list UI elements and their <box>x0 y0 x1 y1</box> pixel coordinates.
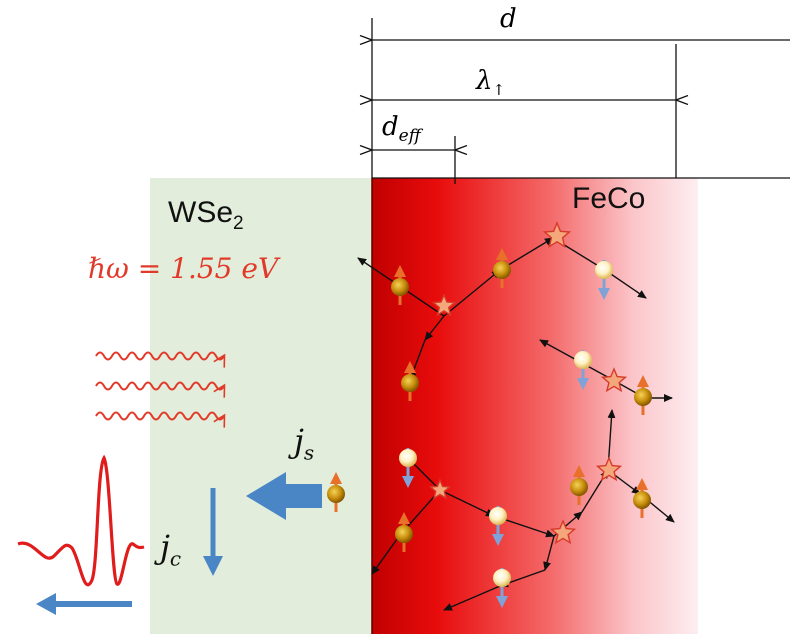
electron-ball <box>399 449 417 467</box>
photon-wave-3 <box>95 411 226 428</box>
electron-2 <box>493 248 511 288</box>
spin-down-arrowhead <box>492 534 504 546</box>
dimension-lines <box>372 18 790 184</box>
trajectory-segment-2 <box>443 269 501 317</box>
deff-subscript: eff <box>398 126 421 147</box>
trajectory-segment-5 <box>604 269 647 299</box>
wse2-label: WSe2 <box>168 196 244 234</box>
spin-down-arrowhead <box>402 476 414 488</box>
scattering-star-6 <box>595 456 623 482</box>
electron-ball <box>327 485 345 503</box>
electron-ball <box>595 261 613 279</box>
wse2-subscript: 2 <box>233 213 244 234</box>
wse2-layer <box>150 178 374 634</box>
electron-ball <box>633 491 651 509</box>
spin-up-arrowhead <box>637 375 649 387</box>
spin-down-arrowhead <box>598 288 610 300</box>
electron-11 <box>570 465 588 505</box>
electron-3 <box>595 260 613 300</box>
electron-1 <box>391 265 409 305</box>
spin-up-arrowhead <box>398 512 410 524</box>
thz-pulse <box>17 454 145 587</box>
electrons <box>327 248 652 608</box>
electron-8 <box>327 472 345 512</box>
spin-down-arrowhead <box>496 596 508 608</box>
dimension-deff-label: deff <box>382 112 421 147</box>
electron-ball <box>395 525 413 543</box>
scattering-star-5 <box>549 519 577 545</box>
spin-up-arrowhead <box>394 265 406 277</box>
feco-label: FeCo <box>572 182 646 215</box>
dimension-d-label: d <box>500 4 517 34</box>
lambda-subscript: ↑ <box>492 81 506 100</box>
photon-wave-arrows <box>95 351 226 428</box>
spin-current-subscript: s <box>303 440 315 465</box>
electron-ball <box>391 278 409 296</box>
scattering-star-3 <box>600 367 628 393</box>
feco-layer <box>372 178 698 634</box>
electron-7 <box>399 448 417 488</box>
electron-5 <box>574 350 592 390</box>
spin-down-arrowhead <box>577 378 589 390</box>
electron-4 <box>401 361 419 401</box>
electron-13 <box>493 568 511 608</box>
trajectory-segment-19 <box>543 535 555 571</box>
scattering-star-4 <box>428 478 452 500</box>
electron-ball <box>634 388 652 406</box>
trajectory-segment-21 <box>443 585 501 611</box>
spin-up-arrowhead <box>573 465 585 477</box>
electron-10 <box>489 506 507 546</box>
trajectory-segment-7 <box>409 339 426 381</box>
trajectory-segment-23 <box>371 534 401 575</box>
dimension-lambda-label: λ↑ <box>476 66 506 100</box>
electron-9 <box>395 512 413 552</box>
scattering-events <box>428 221 628 545</box>
electron-ball <box>489 507 507 525</box>
trajectory-segment-6 <box>424 315 445 341</box>
electron-12 <box>633 478 651 518</box>
charge-current-subscript: c <box>169 546 182 571</box>
electron-ball <box>574 351 592 369</box>
photon-wave-1 <box>95 351 226 368</box>
charge-current-arrowhead <box>203 556 223 576</box>
trajectory-segment-12 <box>439 489 495 517</box>
spin-up-arrowhead <box>636 478 648 490</box>
charge-current-label: jc <box>160 528 182 571</box>
spin-up-arrowhead <box>330 472 342 484</box>
electron-6 <box>634 375 652 415</box>
emission-arrowhead <box>36 593 56 615</box>
scattering-star-1 <box>431 293 457 317</box>
spin-current-arrow <box>246 472 322 520</box>
scattering-star-2 <box>542 221 572 248</box>
electron-ball <box>493 569 511 587</box>
spin-up-arrowhead <box>496 248 508 260</box>
electron-ball <box>493 261 511 279</box>
spin-current-label: js <box>294 422 315 465</box>
electron-ball <box>401 374 419 392</box>
electron-ball <box>570 478 588 496</box>
photon-energy-label: ℏω = 1.55 eV <box>88 252 279 285</box>
photon-wave-2 <box>95 381 226 398</box>
electron-trajectories <box>357 237 675 611</box>
spin-up-arrowhead <box>404 361 416 373</box>
